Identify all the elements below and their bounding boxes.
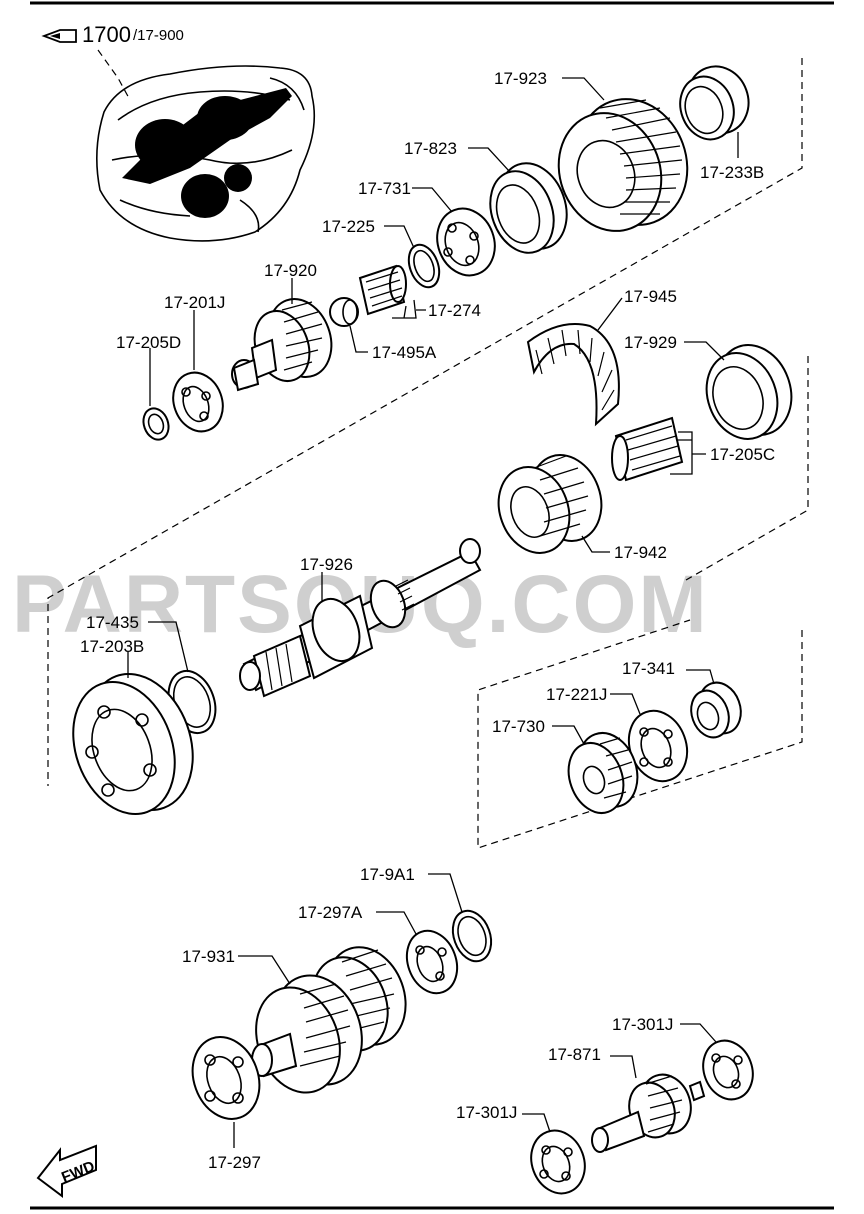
label-17-341: 17-341: [622, 659, 675, 678]
label-17-225: 17-225: [322, 217, 375, 236]
part-17-731[interactable]: [428, 200, 504, 283]
label-17-730: 17-730: [492, 717, 545, 736]
label-17-221J: 17-221J: [546, 685, 607, 704]
label-17-203B: 17-203B: [80, 637, 144, 656]
part-17-920[interactable]: [231, 290, 342, 392]
part-17-221J[interactable]: [619, 703, 696, 790]
part-17-871[interactable]: [591, 1068, 706, 1153]
label-17-929: 17-929: [624, 333, 677, 352]
label-17-731: 17-731: [358, 179, 411, 198]
label-17-926: 17-926: [300, 555, 353, 574]
label-17-942: 17-942: [614, 543, 667, 562]
part-17-297A[interactable]: [399, 924, 466, 1001]
part-17-274[interactable]: [358, 264, 407, 316]
reference-group[interactable]: 1700 /17-900: [41, 22, 184, 47]
part-17-301J-top[interactable]: [695, 1034, 761, 1107]
part-17-205C[interactable]: [611, 416, 684, 482]
part-17-942[interactable]: [487, 445, 613, 563]
part-17-945[interactable]: [526, 323, 620, 427]
part-17-929[interactable]: [695, 334, 804, 449]
reference-main: 1700: [82, 22, 131, 47]
label-17-233B: 17-233B: [700, 163, 764, 182]
reference-leader: [97, 49, 131, 101]
part-17-931[interactable]: [242, 936, 419, 1104]
group-boundary-upper: [47, 58, 803, 786]
label-17-297A: 17-297A: [298, 903, 363, 922]
part-17-233B[interactable]: [672, 58, 758, 147]
label-17-495A: 17-495A: [372, 343, 437, 362]
part-17-297[interactable]: [182, 1028, 271, 1129]
part-17-926[interactable]: [239, 538, 482, 698]
part-17-203B[interactable]: [56, 659, 211, 828]
part-17-9A1[interactable]: [446, 905, 498, 966]
reference-sub: /17-900: [133, 27, 184, 44]
label-17-923: 17-923: [494, 69, 547, 88]
label-17-945: 17-945: [624, 287, 677, 306]
part-17-205D[interactable]: [139, 405, 172, 443]
transmission-case-illustration: [96, 65, 316, 242]
label-17-205C: 17-205C: [710, 445, 775, 464]
label-17-301J-top: 17-301J: [612, 1015, 673, 1034]
label-17-201J: 17-201J: [164, 293, 225, 312]
part-17-495A[interactable]: [329, 297, 359, 327]
part-17-301J-bottom[interactable]: [523, 1123, 594, 1201]
label-17-301J-bottom: 17-301J: [456, 1103, 517, 1122]
label-17-9A1: 17-9A1: [360, 865, 415, 884]
part-17-341[interactable]: [685, 677, 748, 743]
label-17-274: 17-274: [428, 301, 481, 320]
part-17-201J[interactable]: [165, 366, 231, 439]
part-17-730[interactable]: [559, 725, 647, 821]
label-17-823: 17-823: [404, 139, 457, 158]
label-17-205D: 17-205D: [116, 333, 181, 352]
part-17-923[interactable]: [542, 83, 704, 245]
group-boundary-middle: [685, 356, 809, 581]
fwd-arrow-icon: FWD: [36, 1144, 97, 1198]
label-17-297: 17-297: [208, 1153, 261, 1172]
label-17-871: 17-871: [548, 1045, 601, 1064]
label-17-435: 17-435: [86, 613, 139, 632]
reference-arrow-icon: [41, 29, 77, 43]
group-boundary-lower: [477, 619, 803, 849]
leader-lines: [127, 77, 739, 1148]
label-17-920: 17-920: [264, 261, 317, 280]
part-17-823[interactable]: [479, 154, 578, 262]
label-17-931: 17-931: [182, 947, 235, 966]
part-17-225[interactable]: [403, 241, 444, 292]
